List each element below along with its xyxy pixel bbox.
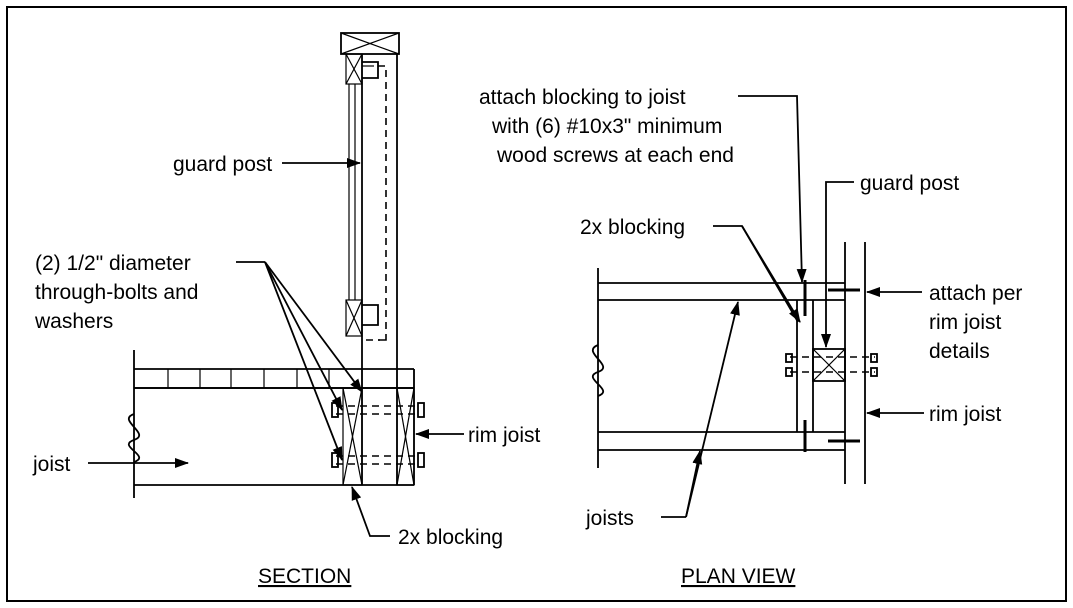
blocking-leader — [351, 486, 390, 537]
bolts-leaders — [236, 261, 363, 461]
section-view: guard post (2) 1/2" diameter through-bol… — [32, 32, 540, 588]
plan-guard-post-leader — [821, 181, 854, 348]
plan-joist-upper — [598, 282, 845, 301]
lower-bracket — [362, 304, 379, 326]
section-bolts-label-line2: through-bolts and — [35, 281, 198, 304]
upper-bracket — [362, 61, 379, 79]
decking-boards — [134, 368, 415, 389]
plan-attach-blocking-line3: wood screws at each end — [496, 144, 734, 167]
section-blocking-label: 2x blocking — [398, 526, 503, 549]
drawing-border — [6, 6, 1067, 602]
plan-joists-label: joists — [585, 507, 634, 530]
section-title: SECTION — [258, 565, 351, 588]
blocking-section — [342, 387, 363, 486]
plan-joist-lower — [598, 431, 845, 451]
section-rim-joist-label: rim joist — [468, 424, 540, 447]
plan-blocking-leader — [713, 225, 801, 323]
plan-title: PLAN VIEW — [681, 565, 796, 588]
plan-attach-per-line3: details — [929, 340, 990, 363]
plan-through-bolts — [785, 353, 878, 377]
plan-blocking-label: 2x blocking — [580, 216, 685, 239]
guard-post-section — [361, 54, 398, 485]
section-bolts-label-line3: washers — [34, 310, 113, 333]
upper-left-blocks — [345, 53, 363, 337]
section-guard-post-label: guard post — [173, 153, 272, 176]
plan-view: attach blocking to joist with (6) #10x3"… — [479, 86, 1022, 588]
plan-attach-blocking-line1: attach blocking to joist — [479, 86, 686, 109]
plan-guard-post — [812, 348, 846, 382]
plan-attach-per-line2: rim joist — [929, 311, 1001, 334]
plan-attach-per-line1: attach per — [929, 282, 1022, 305]
plan-joists-leaders — [661, 301, 740, 518]
post-top-cap — [340, 32, 400, 55]
hidden-rail-line — [378, 65, 387, 341]
rim-joist-section — [396, 387, 415, 486]
joist-section — [127, 350, 415, 498]
plan-screws — [803, 280, 860, 452]
plan-attach-blocking-leader — [738, 95, 807, 283]
plan-attach-blocking-line2: with (6) #10x3" minimum — [491, 115, 722, 138]
plan-blocking-leader-2 — [741, 225, 799, 323]
plan-guard-post-label: guard post — [860, 172, 959, 195]
plan-break-line — [591, 344, 605, 397]
section-bolts-label-line1: (2) 1/2" diameter — [35, 252, 191, 275]
plan-rim-joist — [844, 242, 866, 484]
section-joist-label: joist — [32, 453, 71, 476]
plan-rim-joist-label: rim joist — [929, 403, 1001, 426]
